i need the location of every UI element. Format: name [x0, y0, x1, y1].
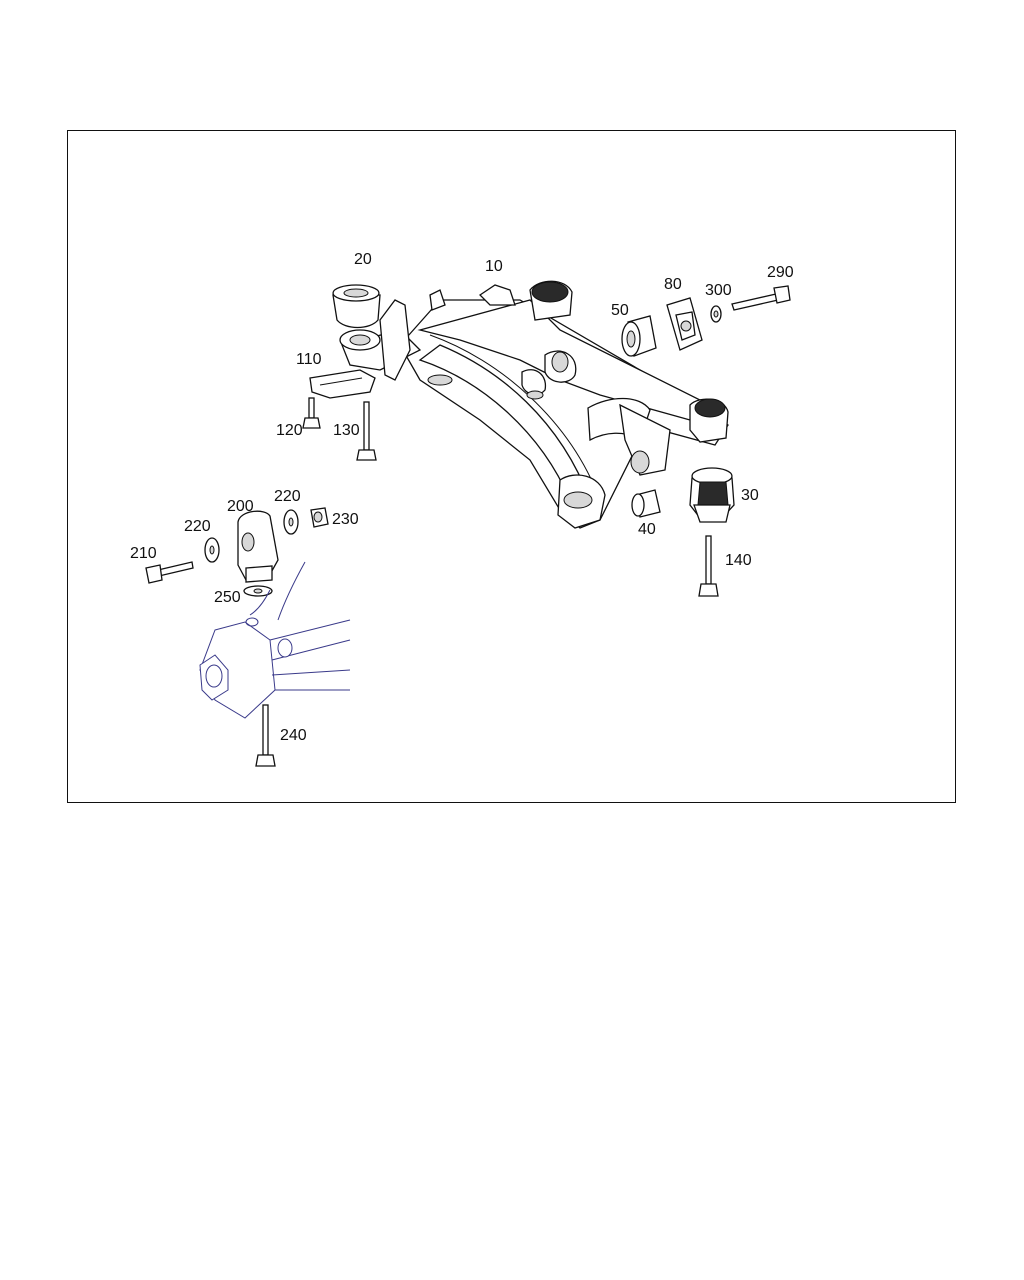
bushing-20: [332, 284, 381, 329]
washer-250: [243, 585, 273, 597]
callout-80: 80: [664, 276, 682, 293]
nut-230: [310, 507, 329, 528]
subframe-10: [339, 280, 729, 529]
callout-40: 40: [638, 521, 656, 538]
callout-300: 300: [705, 282, 732, 299]
callout-250: 250: [214, 589, 241, 606]
callout-110: 110: [296, 351, 322, 368]
callout-210: 210: [130, 545, 157, 562]
bushing-50: [621, 315, 657, 357]
callout-50: 50: [611, 302, 629, 319]
bolt-240: [255, 704, 276, 767]
callout-30: 30: [741, 487, 759, 504]
bushing-40: [631, 489, 661, 518]
callout-130: 130: [333, 422, 360, 439]
mount-200: [237, 510, 279, 583]
washer-300: [710, 305, 722, 323]
axle-housing: [199, 561, 351, 719]
washer-220-left: [204, 537, 220, 563]
callout-120: 120: [276, 422, 303, 439]
mount-80: [666, 297, 703, 351]
bolt-290: [731, 285, 791, 311]
bolt-120: [302, 397, 321, 429]
diagram-frame: [67, 130, 956, 803]
washer-220-right: [283, 509, 299, 535]
bracket-110: [309, 369, 376, 399]
mount-30: [689, 467, 735, 523]
callout-290: 290: [767, 264, 794, 281]
callout-220-right: 220: [274, 488, 301, 505]
callout-20: 20: [354, 251, 372, 268]
callout-140: 140: [725, 552, 752, 569]
bolt-130: [356, 401, 377, 461]
bolt-210: [145, 561, 194, 584]
callout-10: 10: [485, 258, 503, 275]
callout-240: 240: [280, 727, 307, 744]
callout-230: 230: [332, 511, 359, 528]
callout-220-left: 220: [184, 518, 211, 535]
callout-200: 200: [227, 498, 254, 515]
bolt-140: [698, 535, 719, 597]
